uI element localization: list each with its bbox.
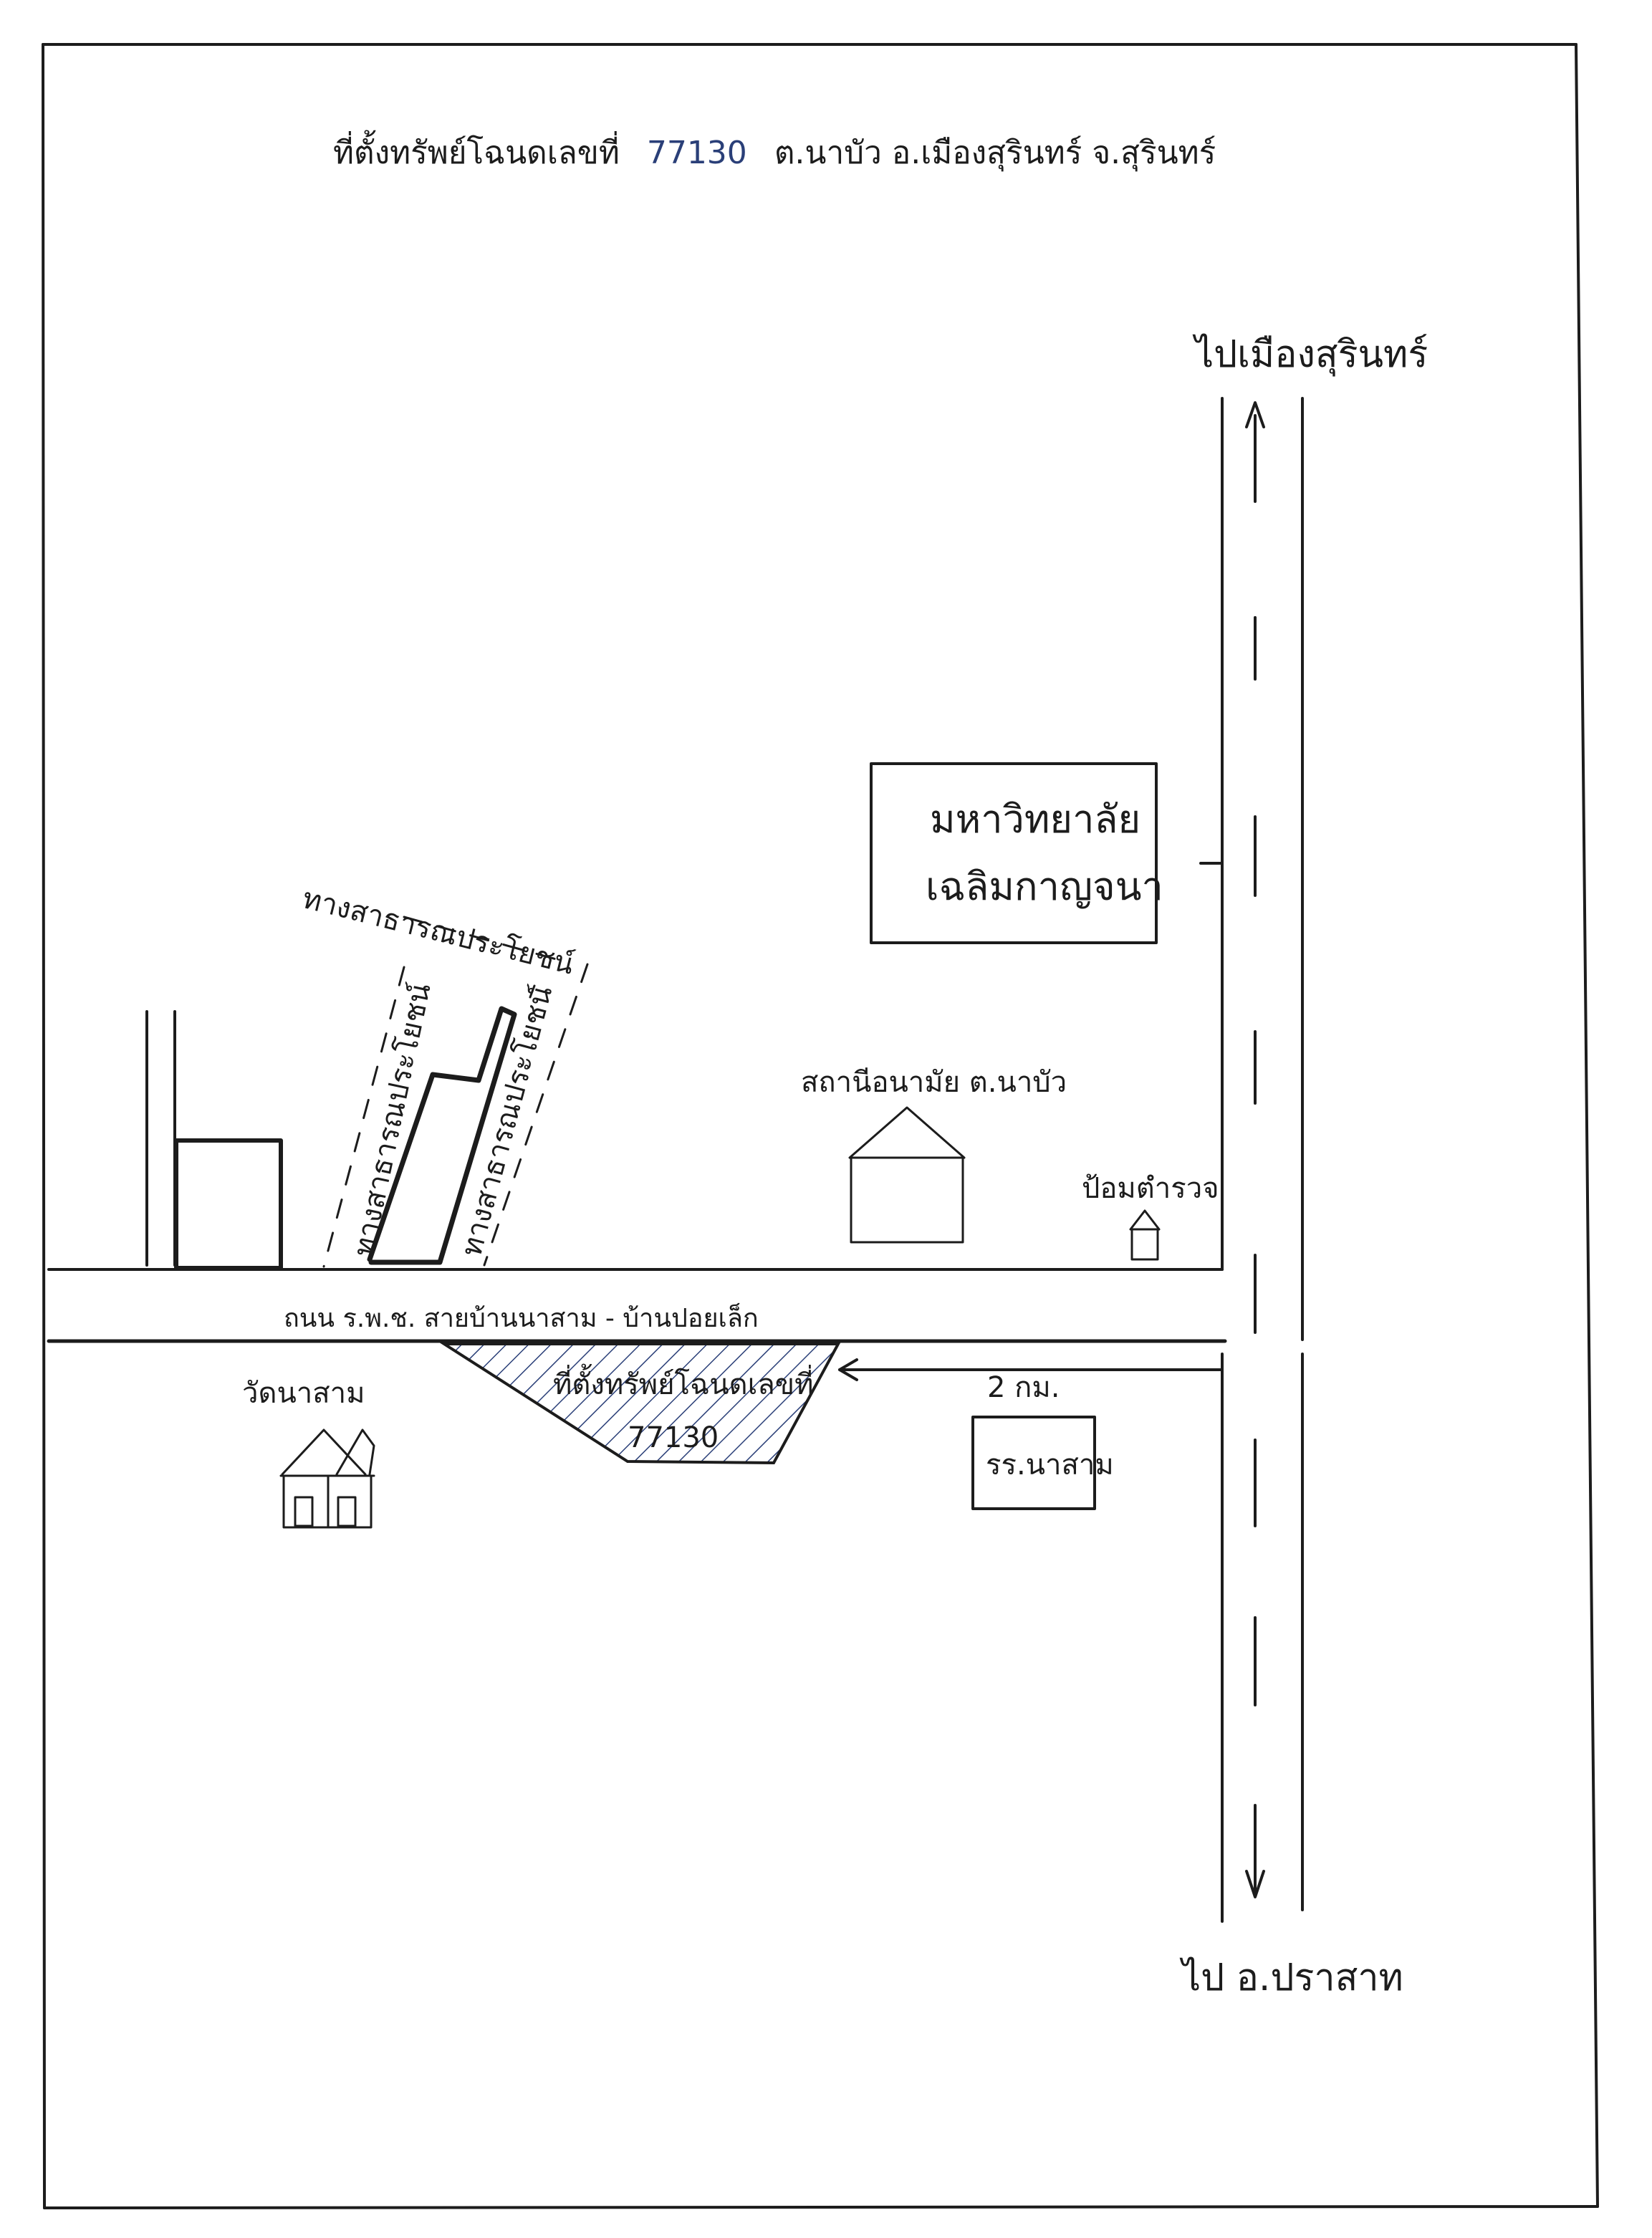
side-lane (145, 1010, 176, 1267)
map-title-location: ต.นาบัว อ.เมืองสุรินทร์ จ.สุรินทร์ (774, 135, 1216, 172)
map-title-deed-number: 77130 (647, 135, 747, 171)
public-path-label-top: ทางสาธารณประโยชน์ (299, 882, 577, 981)
highway (1221, 397, 1304, 1923)
health-station-icon (848, 1106, 966, 1244)
subject-property-number: 77130 (628, 1421, 719, 1454)
arrow-north-icon (1245, 401, 1265, 428)
health-station-label: สถานีอนามัย ต.นาบัว (801, 1066, 1067, 1099)
distance-arrow-icon (838, 1358, 858, 1381)
university-box (870, 762, 1158, 944)
direction-north: ไปเมืองสุรินทร์ (1192, 333, 1428, 377)
subject-property-parcel (439, 1343, 841, 1465)
plot-outline-north (367, 1006, 517, 1265)
school-label: รร.นาสาม (986, 1449, 1114, 1481)
map-title: ที่ตั้งทรัพย์โฉนดเลขที่ 77130 ต.นาบัว อ.… (333, 130, 1216, 172)
university-name-line1: มหาวิทยาลัย (930, 797, 1140, 842)
building-left (174, 1138, 283, 1270)
police-box-icon (1129, 1209, 1161, 1261)
arrow-south-icon (1245, 1870, 1265, 1898)
school-box (971, 1416, 1096, 1510)
public-path-label-right: ทางสาธารณประโยชน์ (455, 982, 559, 1259)
university-name-line2: เฉลิมกาญจนา (926, 864, 1163, 909)
distance-label: 2 กม. (987, 1371, 1060, 1404)
subject-property-label: ที่ตั้งทรัพย์โฉนดเลขที่ (553, 1363, 813, 1401)
direction-south: ไป อ.ปราสาท (1179, 1956, 1403, 1999)
map-frame (42, 43, 1599, 2209)
temple-label: วัดนาสาม (242, 1377, 365, 1410)
police-box-label: ป้อมตำรวจ (1082, 1172, 1219, 1205)
map-title-prefix: ที่ตั้งทรัพย์โฉนดเลขที่ (333, 130, 620, 171)
public-path-corridor (322, 916, 589, 1268)
public-path-label-left: ทางสาธารณประโยชน์ (347, 981, 438, 1260)
road-label: ถนน ร.พ.ช. สายบ้านนาสาม - บ้านปอยเล็ก (284, 1302, 759, 1333)
temple-icon (279, 1428, 375, 1529)
